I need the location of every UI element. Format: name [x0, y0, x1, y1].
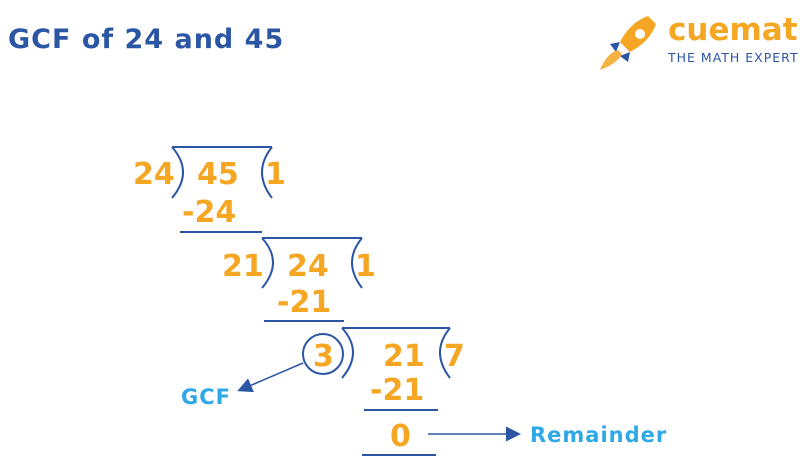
remainder-label: Remainder: [530, 423, 667, 447]
divisor: 21: [222, 249, 264, 284]
gcf-arrow: [237, 362, 304, 393]
gcf-circle: [302, 333, 344, 375]
dividend: 24: [287, 249, 329, 284]
right-bracket: [351, 237, 363, 289]
page-title: GCF of 24 and 45: [8, 24, 285, 55]
division-step-3: 3 21 7 -21: [302, 327, 465, 411]
rocket-icon: [600, 16, 656, 70]
division-step-2: 21 24 1 -21: [222, 237, 376, 322]
left-bracket: [171, 146, 184, 199]
subtrahend: -21: [277, 285, 331, 320]
dividend: 21: [383, 339, 425, 374]
remainder-value: 0: [390, 419, 411, 454]
divisor: 3: [313, 339, 334, 374]
left-bracket: [261, 237, 274, 289]
division-step-1: 24 45 1 -24: [133, 146, 286, 233]
quotient: 1: [355, 249, 376, 284]
quotient: 1: [265, 157, 286, 192]
right-bracket: [439, 327, 451, 379]
brand-tagline: THE MATH EXPERT: [668, 50, 799, 65]
left-bracket: [341, 327, 354, 379]
brand-name: cuemath: [668, 12, 800, 48]
gcf-label: GCF: [181, 385, 231, 409]
subtrahend: -24: [182, 195, 236, 230]
subtrahend: -21: [370, 373, 424, 408]
dividend: 45: [197, 157, 239, 192]
divisor: 24: [133, 157, 175, 192]
quotient: 7: [444, 339, 465, 374]
right-bracket: [261, 146, 273, 199]
